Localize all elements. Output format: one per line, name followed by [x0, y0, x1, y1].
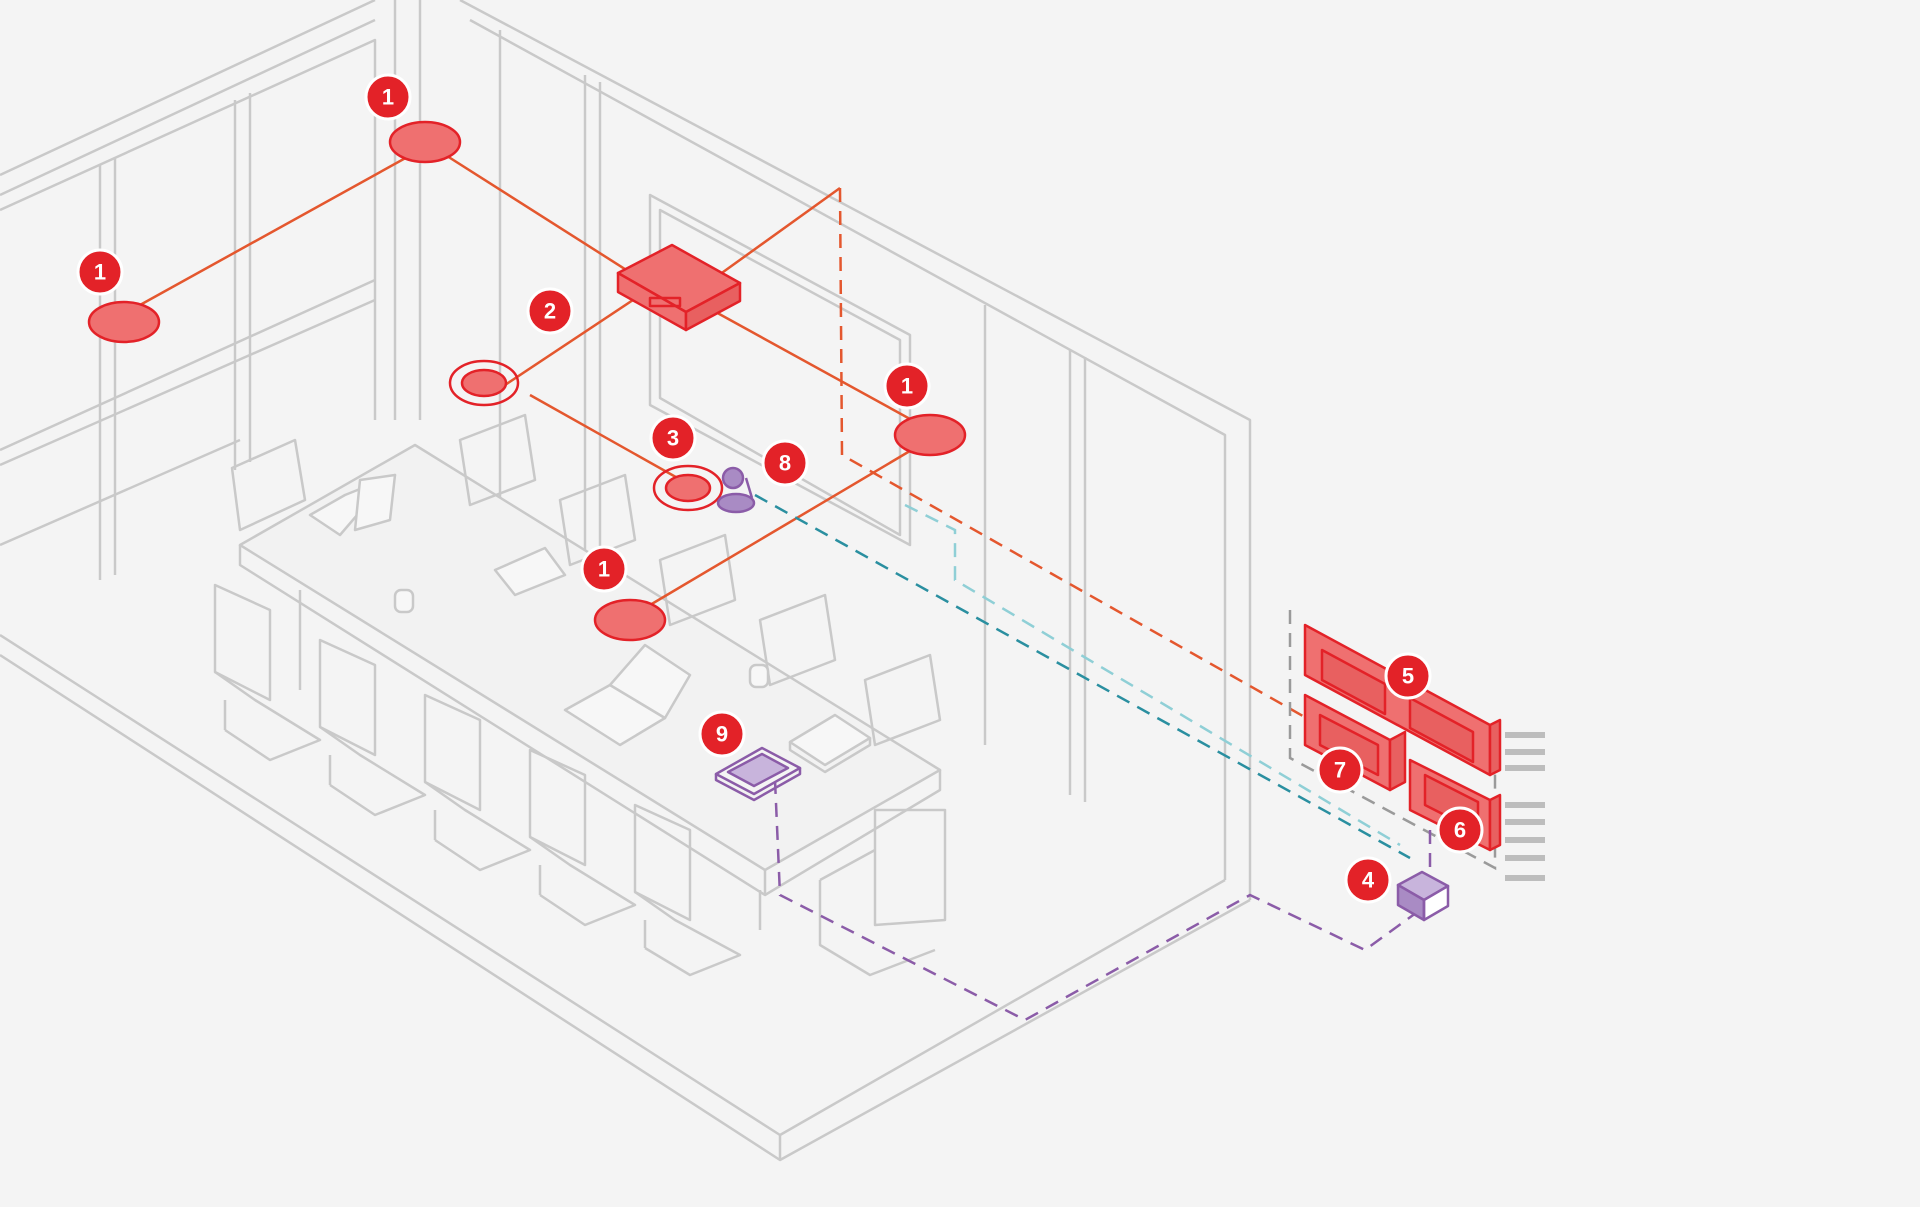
badge-label: 1 [901, 374, 913, 399]
badge-label: 4 [1362, 868, 1375, 893]
badge-label: 2 [544, 299, 556, 324]
chair [423, 693, 532, 872]
ceiling-mics [87, 120, 967, 642]
cup-2 [748, 663, 770, 689]
badge-table-mic-center: 3 [649, 414, 697, 462]
cables-dashed [754, 187, 1497, 1022]
table-mics [448, 359, 724, 512]
chairs-back-row [230, 413, 942, 747]
chair [758, 593, 837, 687]
badge-table-mic-left: 2 [526, 287, 574, 335]
badge-camera: 8 [761, 439, 809, 487]
dsp-processor [616, 243, 742, 332]
chair [633, 803, 742, 977]
badges: 1 1 1 1 2 3 5 6 [76, 73, 1484, 904]
badge-ceiling-mic-left: 1 [76, 248, 124, 296]
badge-label: 1 [382, 85, 394, 110]
badge-label: 1 [598, 557, 610, 582]
chair [458, 413, 537, 507]
camera-device [716, 466, 756, 514]
tablet-1 [493, 546, 567, 597]
badge-rack-unit-top: 5 [1384, 652, 1432, 700]
laptop-2 [563, 643, 692, 747]
cup-1 [393, 588, 415, 614]
ceiling-mic-left-shape [87, 300, 161, 344]
badge-label: 3 [667, 426, 679, 451]
network-switch-device [1396, 870, 1450, 922]
badge-label: 8 [779, 451, 791, 476]
chairs-front-row [213, 583, 947, 977]
rack-units [1303, 623, 1502, 852]
badge-rack-unit-right: 6 [1436, 806, 1484, 854]
badge-label: 7 [1334, 758, 1346, 783]
rack-cable-stubs [1505, 732, 1545, 881]
badge-label: 5 [1402, 664, 1414, 689]
badge-ceiling-mic-top: 1 [364, 73, 412, 121]
cables-solid [139, 140, 931, 607]
ceiling-mic-table-shape [593, 598, 667, 642]
touch-panel-device [714, 746, 802, 802]
table-mic-left-shape [460, 368, 508, 398]
chair [318, 638, 427, 817]
laptop-1 [308, 473, 397, 537]
chair [863, 653, 942, 747]
badge-rack-unit-left: 7 [1316, 746, 1364, 794]
notebook [788, 713, 872, 774]
badge-label: 9 [716, 722, 728, 747]
room-outline [0, 0, 1252, 1162]
table-mic-center-shape [664, 473, 712, 503]
badge-label: 1 [94, 260, 106, 285]
chair [230, 438, 307, 532]
badge-touch-panel: 9 [698, 710, 746, 758]
chair [818, 808, 947, 977]
chair [528, 748, 637, 927]
ceiling-mic-top-shape [388, 120, 462, 164]
camera-lens-shape [721, 466, 745, 490]
table-items [308, 473, 872, 774]
chair [558, 473, 637, 567]
badge-ceiling-mic-right: 1 [883, 362, 931, 410]
chair [213, 583, 322, 762]
badge-ceiling-mic-table: 1 [580, 545, 628, 593]
chair [658, 533, 737, 627]
badge-label: 6 [1454, 818, 1466, 843]
ceiling-mic-right-shape [893, 413, 967, 457]
badge-network-switch: 4 [1344, 856, 1392, 904]
